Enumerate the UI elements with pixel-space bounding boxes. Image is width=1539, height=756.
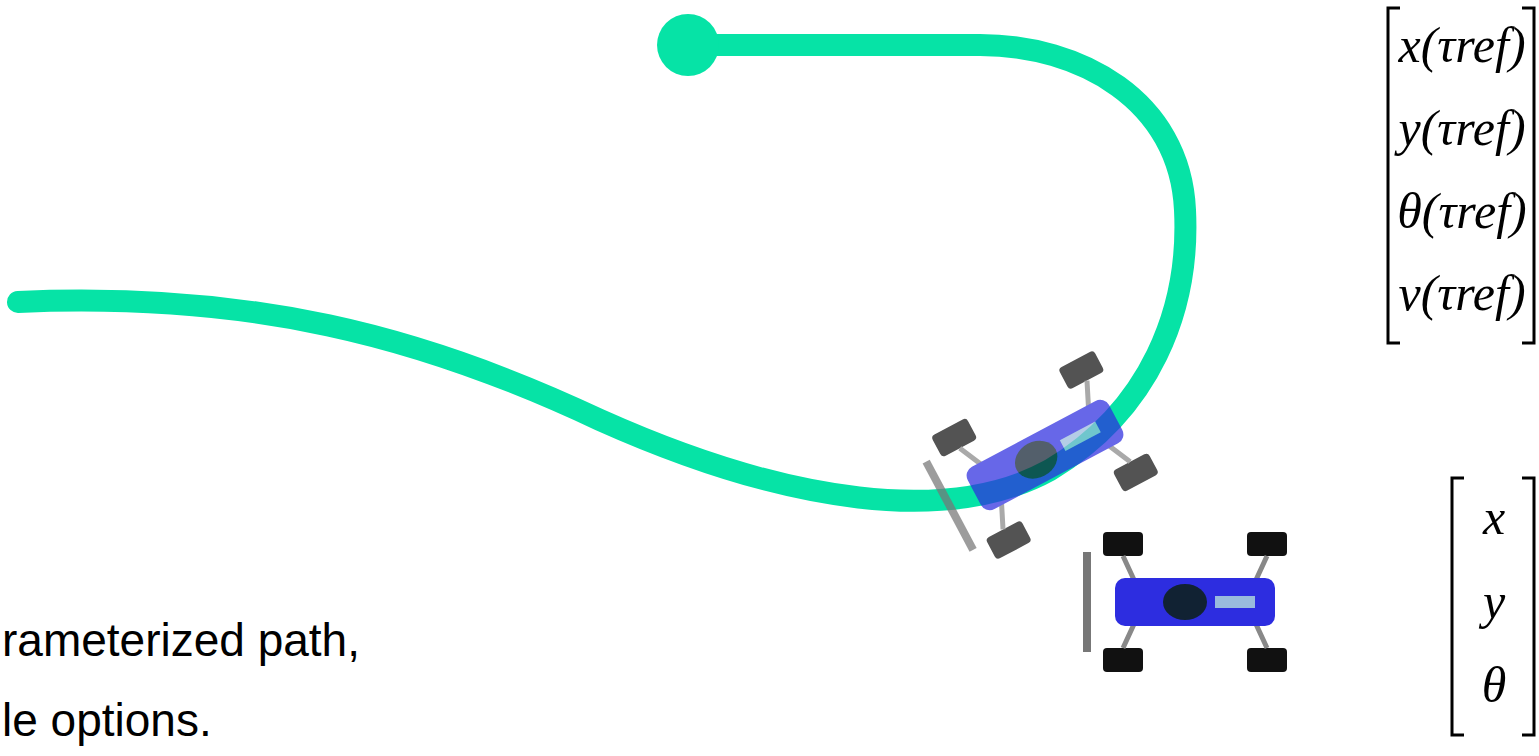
reference-state-entry: y(τref) <box>1390 103 1534 153</box>
path-end-dot <box>657 14 719 76</box>
reference-path <box>18 45 1185 501</box>
body-text: le options. <box>2 697 212 743</box>
vehicle-car <box>1083 532 1287 672</box>
body-text: rameterized path, <box>2 617 360 663</box>
reference-state-entry: x(τref) <box>1390 20 1534 70</box>
reference-state-entry: θ(τref) <box>1390 186 1534 236</box>
reference-car <box>913 350 1159 569</box>
reference-state-entry: v(τref) <box>1390 268 1534 318</box>
vehicle-state-entry: θ <box>1456 660 1532 710</box>
matrix-bracket <box>1388 8 1534 343</box>
vehicle-state-entry: y <box>1456 576 1532 626</box>
matrix-bracket <box>1452 478 1534 735</box>
vehicle-state-entry: x <box>1456 492 1532 542</box>
